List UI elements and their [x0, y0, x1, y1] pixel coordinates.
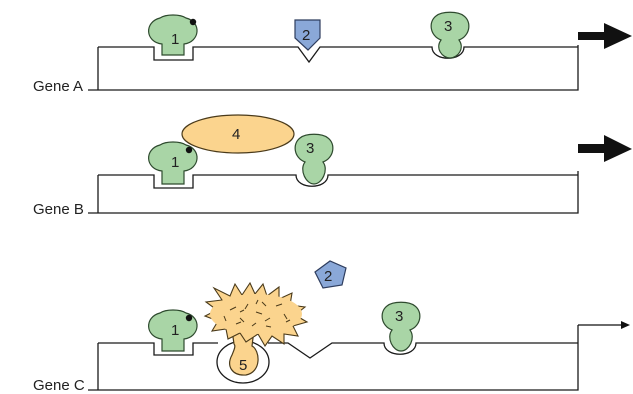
gene-a-dna — [88, 45, 579, 91]
gene-c-label: Gene C — [33, 377, 85, 394]
factor-3-b: 3 — [294, 133, 334, 185]
molecule-2-label: 2 — [302, 27, 310, 44]
molecule-1-label: 1 — [171, 154, 179, 171]
molecule-4-label: 4 — [232, 126, 240, 143]
gene-c-row: 5 2 — [88, 260, 630, 391]
bound-ligand-dot — [189, 18, 197, 26]
repressor-5: 5 — [203, 281, 309, 376]
molecule-2-label: 2 — [324, 268, 332, 285]
gene-b-row: 4 1 3 — [88, 114, 632, 214]
molecule-2-a: 2 — [294, 19, 321, 51]
activator-1-c: 1 — [148, 309, 198, 352]
gene-b-transcription-arrow — [578, 135, 632, 171]
gene-a-row: 1 2 3 — [88, 11, 632, 91]
molecule-3-label: 3 — [306, 140, 314, 157]
factor-3-c: 3 — [381, 301, 421, 352]
gene-c-dna — [88, 325, 579, 391]
gene-a-transcription-arrow — [578, 23, 632, 49]
activator-1-a: 1 — [148, 14, 198, 56]
molecule-5-label: 5 — [239, 357, 247, 374]
molecule-3-label: 3 — [444, 18, 452, 35]
gene-b-dna — [88, 171, 579, 214]
molecule-1-label: 1 — [171, 31, 179, 48]
gene-b-label: Gene B — [33, 201, 84, 218]
molecule-1-label: 1 — [171, 322, 179, 339]
gene-a-label: Gene A — [33, 78, 84, 95]
coactivator-4: 4 — [181, 114, 295, 154]
molecule-2-c: 2 — [314, 260, 347, 289]
texture-marks — [223, 299, 291, 328]
gene-c-arrowhead — [621, 321, 630, 329]
bound-ligand-dot — [185, 314, 193, 322]
factor-3-a: 3 — [430, 11, 470, 59]
activator-1-b: 1 — [148, 141, 198, 185]
bound-ligand-dot — [185, 146, 193, 154]
molecule-3-label: 3 — [395, 308, 403, 325]
